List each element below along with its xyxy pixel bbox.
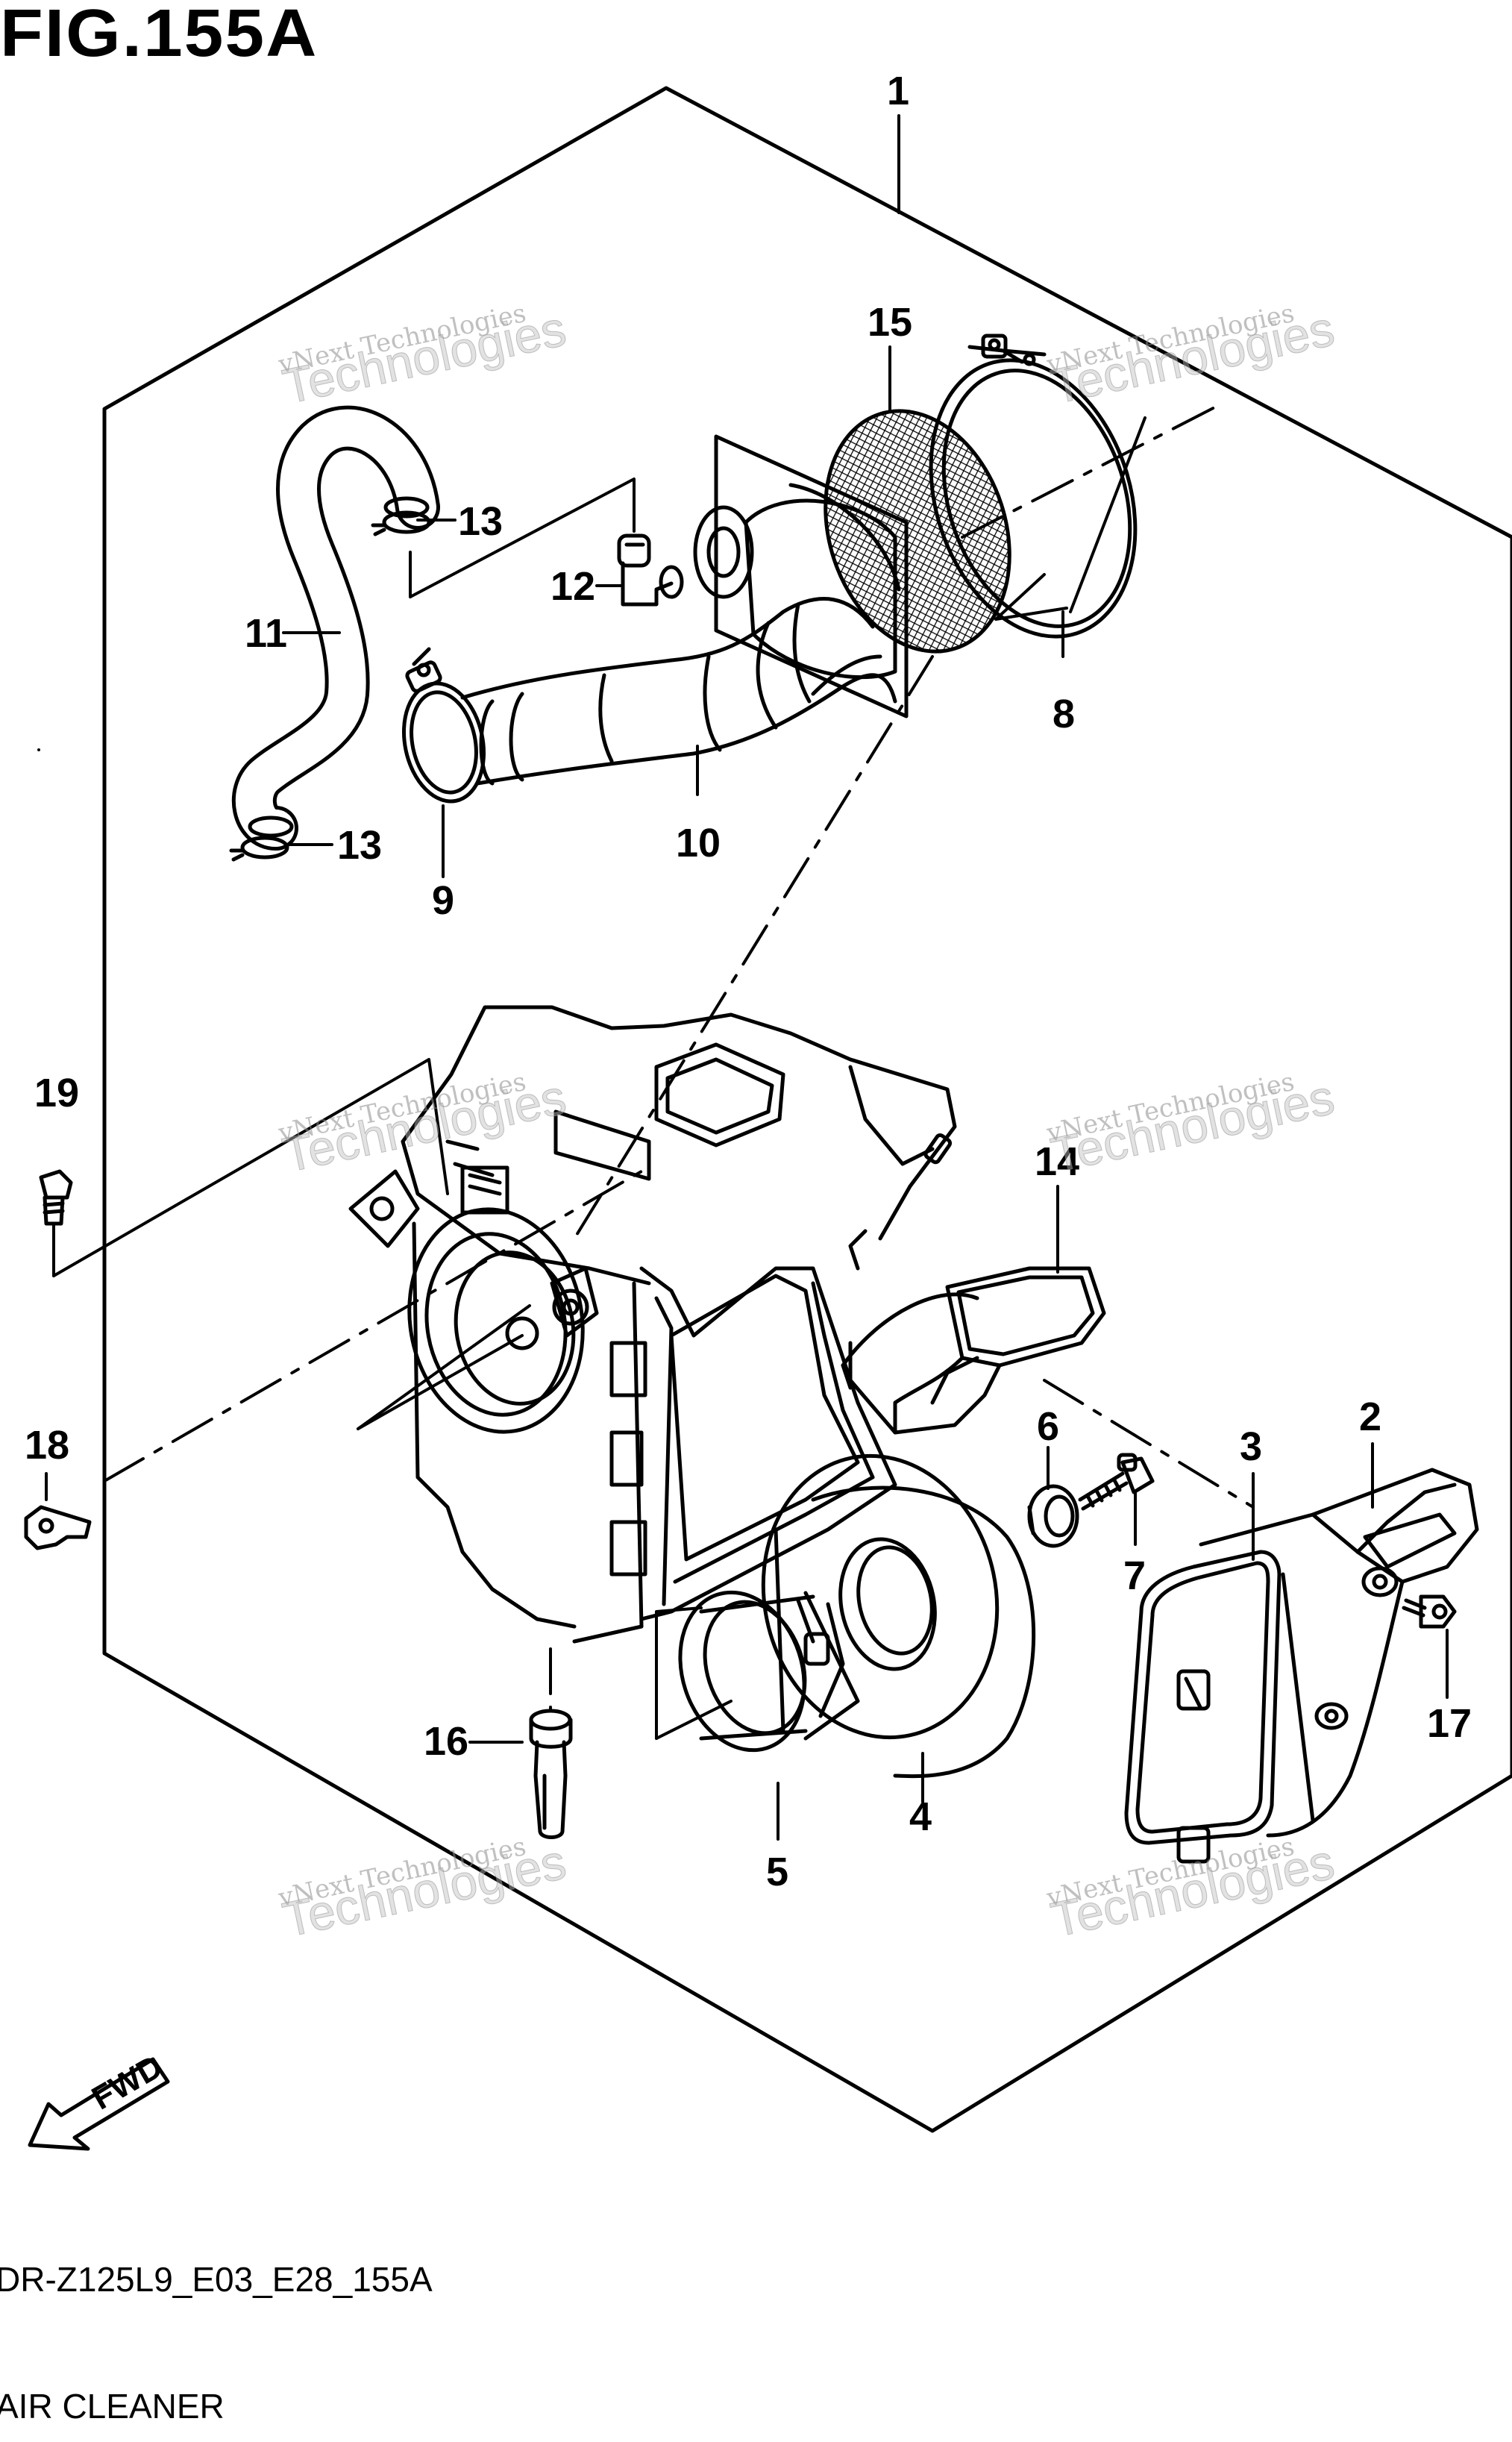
callout-9: 9 xyxy=(432,878,455,923)
element-15-drawing xyxy=(824,409,1011,654)
clamp-13-upper xyxy=(371,510,431,536)
assembly-boundary xyxy=(102,86,1512,2133)
clamp-13-lower xyxy=(229,836,289,862)
figure-title: FIG.155A xyxy=(0,0,319,71)
clamp-9-drawing xyxy=(401,647,486,804)
callout-19: 19 xyxy=(34,1071,80,1115)
callout-13-upper: 13 xyxy=(458,499,504,544)
callout-2: 2 xyxy=(1359,1394,1382,1439)
callout-17: 17 xyxy=(1427,1701,1472,1746)
bracket-18-drawing xyxy=(24,1505,92,1550)
cover-2-drawing xyxy=(1199,1468,1479,1838)
screw-19-drawing xyxy=(39,1169,73,1226)
filter-4-drawing xyxy=(761,1453,1036,1779)
callout-6: 6 xyxy=(1037,1404,1060,1449)
drain-plug-16-drawing xyxy=(529,1709,573,1839)
intake-duct-14-drawing xyxy=(841,1266,1106,1435)
gasket-3-drawing xyxy=(1124,1550,1282,1864)
bolt-7-drawing xyxy=(1078,1453,1155,1511)
callout-13-lower: 13 xyxy=(337,823,383,868)
callout-14: 14 xyxy=(1035,1139,1080,1184)
callout-4: 4 xyxy=(909,1794,932,1839)
callout-18: 18 xyxy=(25,1423,70,1468)
callout-11: 11 xyxy=(245,611,288,656)
fwd-arrow-drawing xyxy=(28,2057,170,2151)
hose-11-drawing xyxy=(231,405,440,851)
callout-5: 5 xyxy=(766,1850,789,1894)
callout-16: 16 xyxy=(424,1719,469,1764)
intake-tube-10-drawing xyxy=(460,597,897,786)
bracket-line-12 xyxy=(409,478,636,598)
callout-15: 15 xyxy=(868,300,913,345)
seal-ring-5-drawing xyxy=(678,1590,860,1753)
callout-3: 3 xyxy=(1240,1424,1263,1469)
section-name: AIR CLEANER xyxy=(0,2387,225,2426)
callout-10: 10 xyxy=(676,821,721,865)
air-cleaner-case-drawing xyxy=(348,1005,957,1644)
callout-1: 1 xyxy=(887,69,910,113)
callout-12: 12 xyxy=(550,564,596,609)
fitting-12-drawing xyxy=(617,533,684,607)
callout-8: 8 xyxy=(1053,692,1076,736)
grommet-6-drawing xyxy=(1027,1484,1079,1548)
leader-lines xyxy=(37,114,1449,1841)
model-code: DR-Z125L9_E03_E28_155A xyxy=(0,2260,433,2299)
callout-7: 7 xyxy=(1123,1553,1146,1598)
screw-17-drawing xyxy=(1402,1594,1457,1629)
dashed-lines xyxy=(52,401,1255,1710)
